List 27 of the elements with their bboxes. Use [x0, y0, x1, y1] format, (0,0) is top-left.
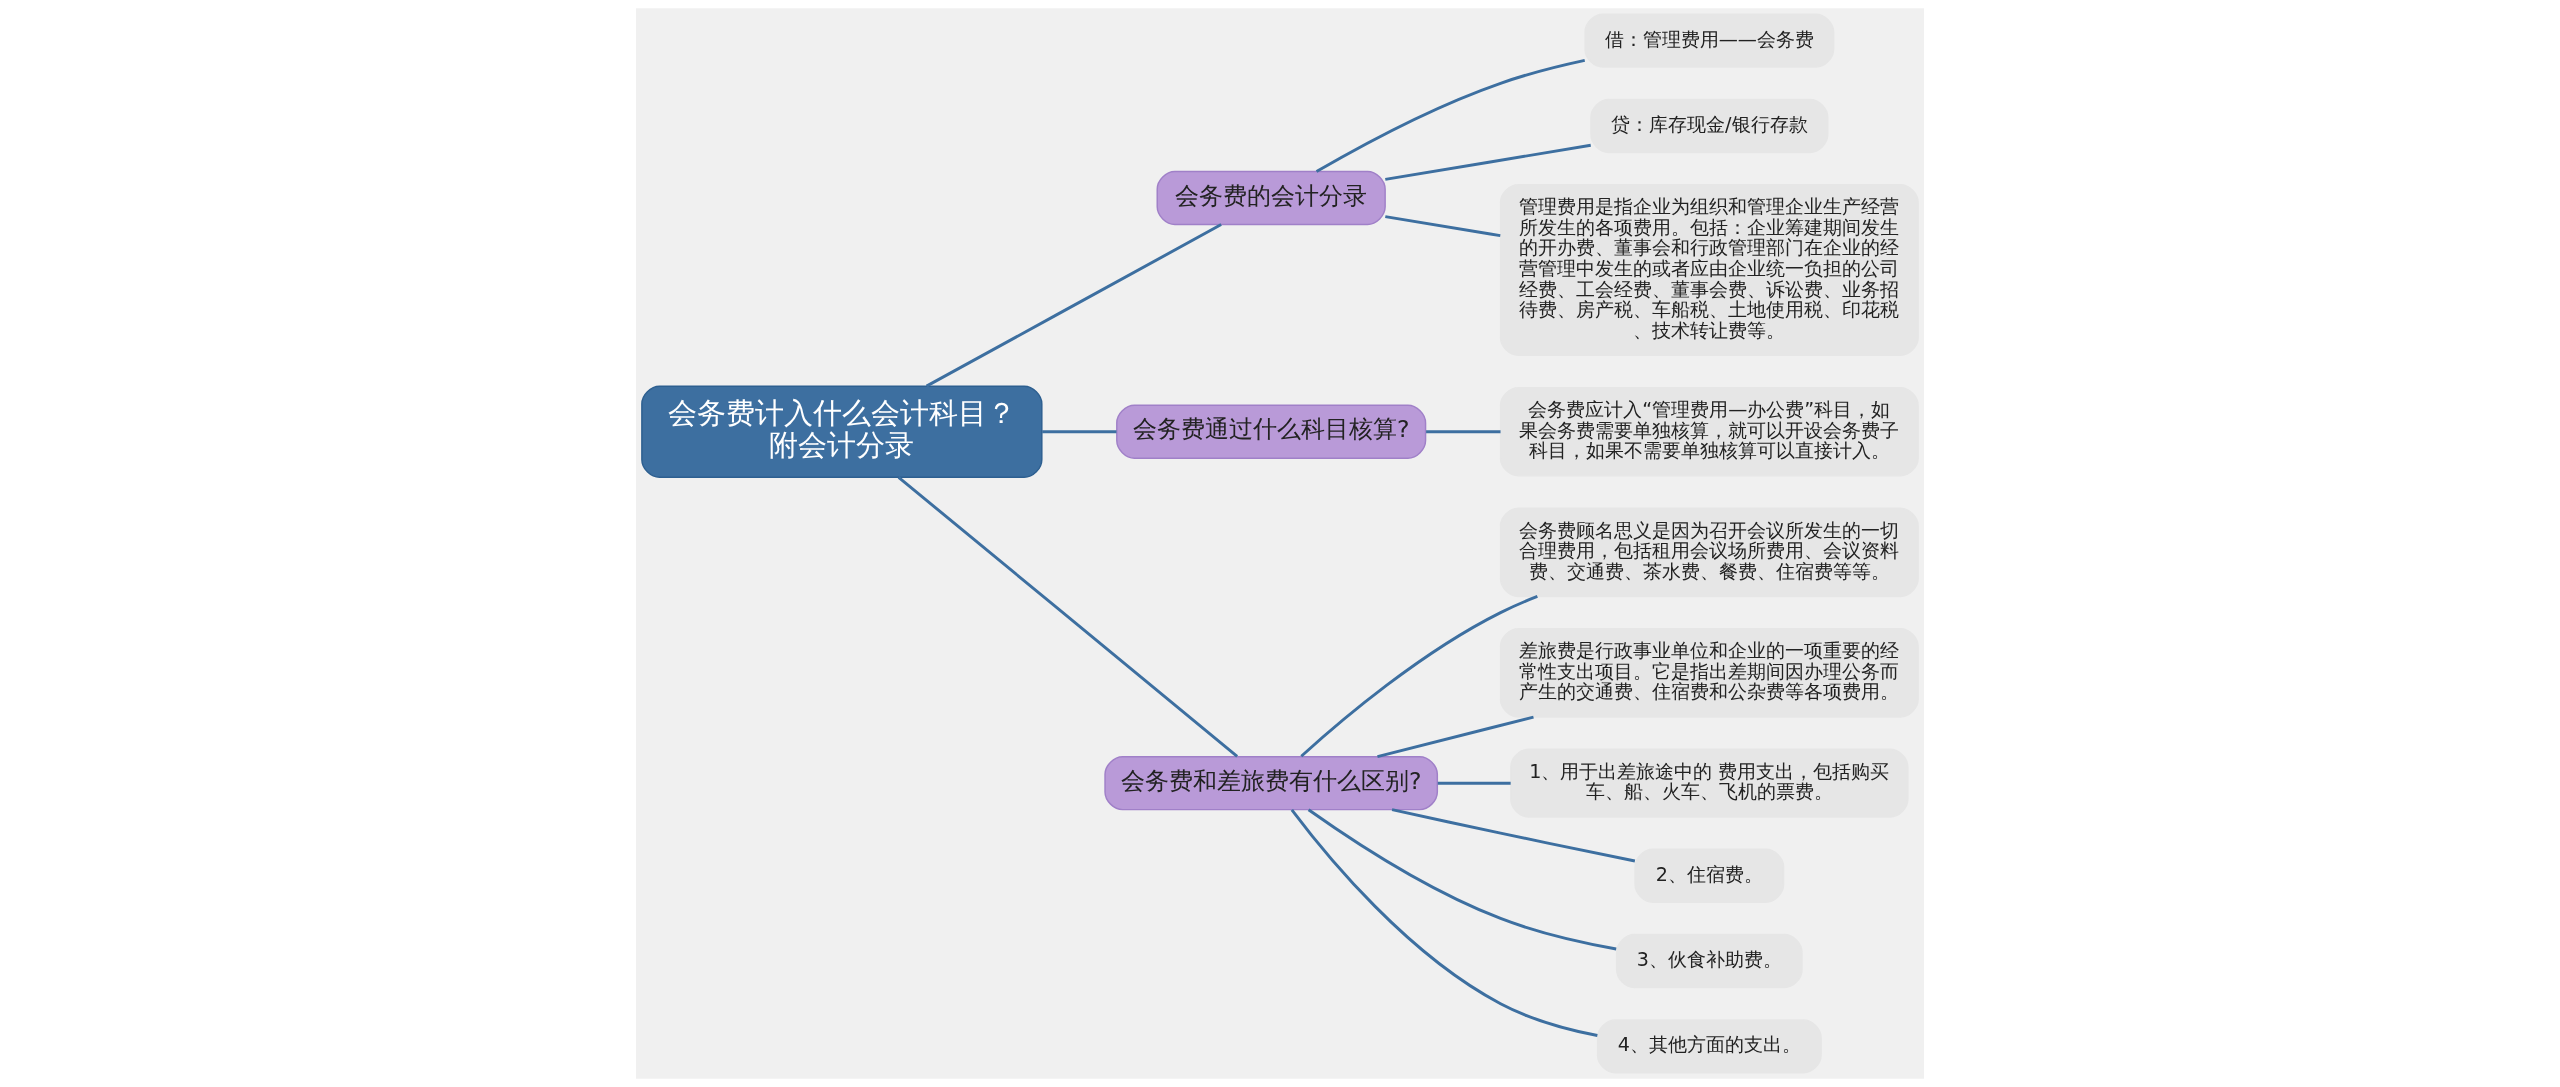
connector [1426, 430, 1501, 434]
connector [1042, 430, 1117, 434]
node-box: 会务费的会计分录 [1156, 170, 1386, 226]
connector [1391, 808, 1636, 863]
connector [1300, 595, 1538, 758]
connector [897, 476, 1239, 758]
node-box: 会务费计入什么会计科目？附会计分录 [641, 385, 1043, 479]
connector [1377, 715, 1534, 759]
connector [1315, 58, 1586, 173]
node-box: 3、伙食补助费。 [1615, 933, 1803, 989]
node-box: 贷：库存现金/银行存款 [1590, 98, 1829, 154]
node-box: 差旅费是行政事业单位和企业的一项重要的经常性支出项目。它是指出差期间因办理公务而产生的交通费、住宿费和公杂费等各项费用。 [1499, 628, 1919, 718]
node-box: 4、其他方面的支出。 [1596, 1019, 1822, 1074]
connector [1437, 781, 1511, 785]
node-box: 借：管理费用——会务费 [1584, 13, 1835, 68]
node-box: 会务费和差旅费有什么区别? [1104, 755, 1439, 811]
node-box: 管理费用是指企业为组织和管理企业生产经营所发生的各项费用。包括：企业筹建期间发生的开办费、董事会和行政管理部门在企业的经营管理中发生的或者应由企业统一负担的公司经费、工会经费、董事会费、诉讼费、业务招待费、房产税、车船税、土地使用税、印花税、技术转让费等。 [1499, 184, 1919, 357]
connector [1385, 143, 1591, 181]
connector [1385, 215, 1501, 238]
connector [925, 223, 1222, 388]
node-box: 1、用于出差旅途中的 费用支出，包括购买车、船、火车、飞机的票费。 [1510, 748, 1909, 818]
connector [1307, 808, 1617, 951]
connector [1290, 808, 1598, 1037]
node-box: 2、住宿费。 [1634, 848, 1785, 903]
node-box: 会务费顾名思义是因为召开会议所发生的一切合理费用，包括租用会议场所费用、会议资料费、交通费、茶水费、餐费、住宿费等等。 [1499, 507, 1919, 598]
node-box: 会务费通过什么科目核算? [1116, 404, 1427, 459]
node-box: 会务费应计入“管理费用—办公费”科目，如果会务费需要单独核算，就可以开设会务费子科目，如果不需要单独核算可以直接计入。 [1499, 386, 1919, 477]
